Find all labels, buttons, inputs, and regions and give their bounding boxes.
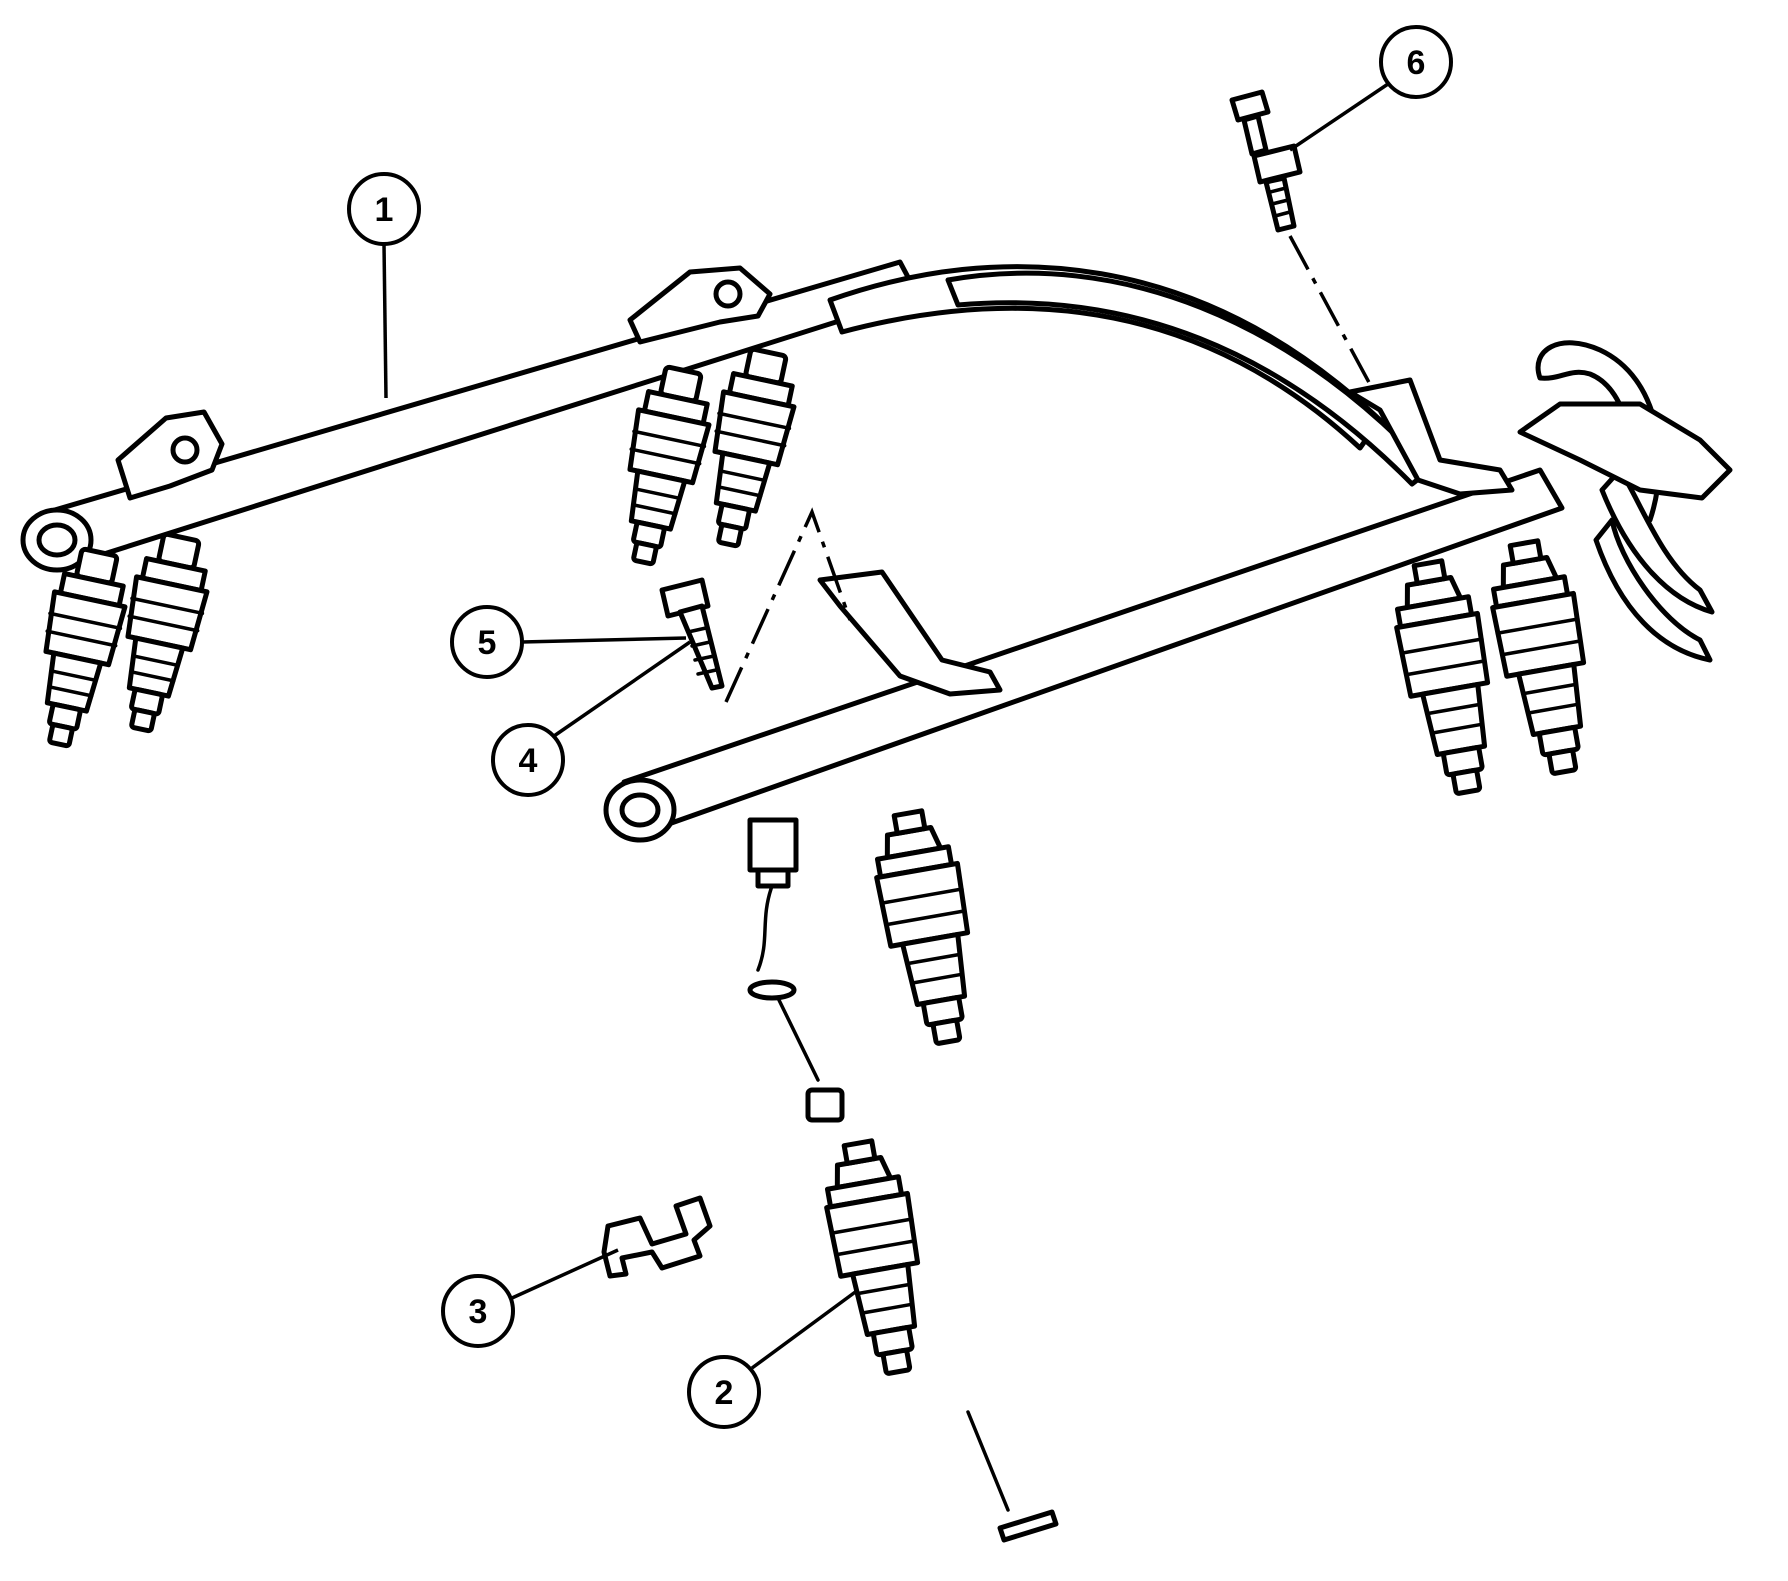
retainer-clip: [601, 1195, 713, 1279]
right-fuel-rail: [603, 377, 1733, 1049]
left-fuel-rail: [20, 259, 921, 752]
callout-5-label: 5: [478, 624, 497, 662]
stud-and-nut: [1229, 89, 1374, 389]
callout-6: 6: [1289, 25, 1453, 152]
callout-4-label: 4: [519, 742, 538, 780]
callout-2: 2: [687, 1288, 860, 1429]
callout-5: 5: [450, 605, 687, 679]
callout-1-label: 1: [375, 191, 394, 229]
crossover-tubes: [827, 264, 1715, 663]
callout-3: 3: [441, 1248, 619, 1348]
callout-3-label: 3: [469, 1293, 488, 1331]
callout-2-label: 2: [715, 1374, 734, 1412]
rail-mount-bolt: [659, 507, 852, 703]
exploded-injector: [747, 884, 1059, 1543]
callout-4: 4: [491, 640, 691, 797]
callout-1: 1: [347, 172, 421, 399]
callout-6-label: 6: [1407, 44, 1426, 82]
